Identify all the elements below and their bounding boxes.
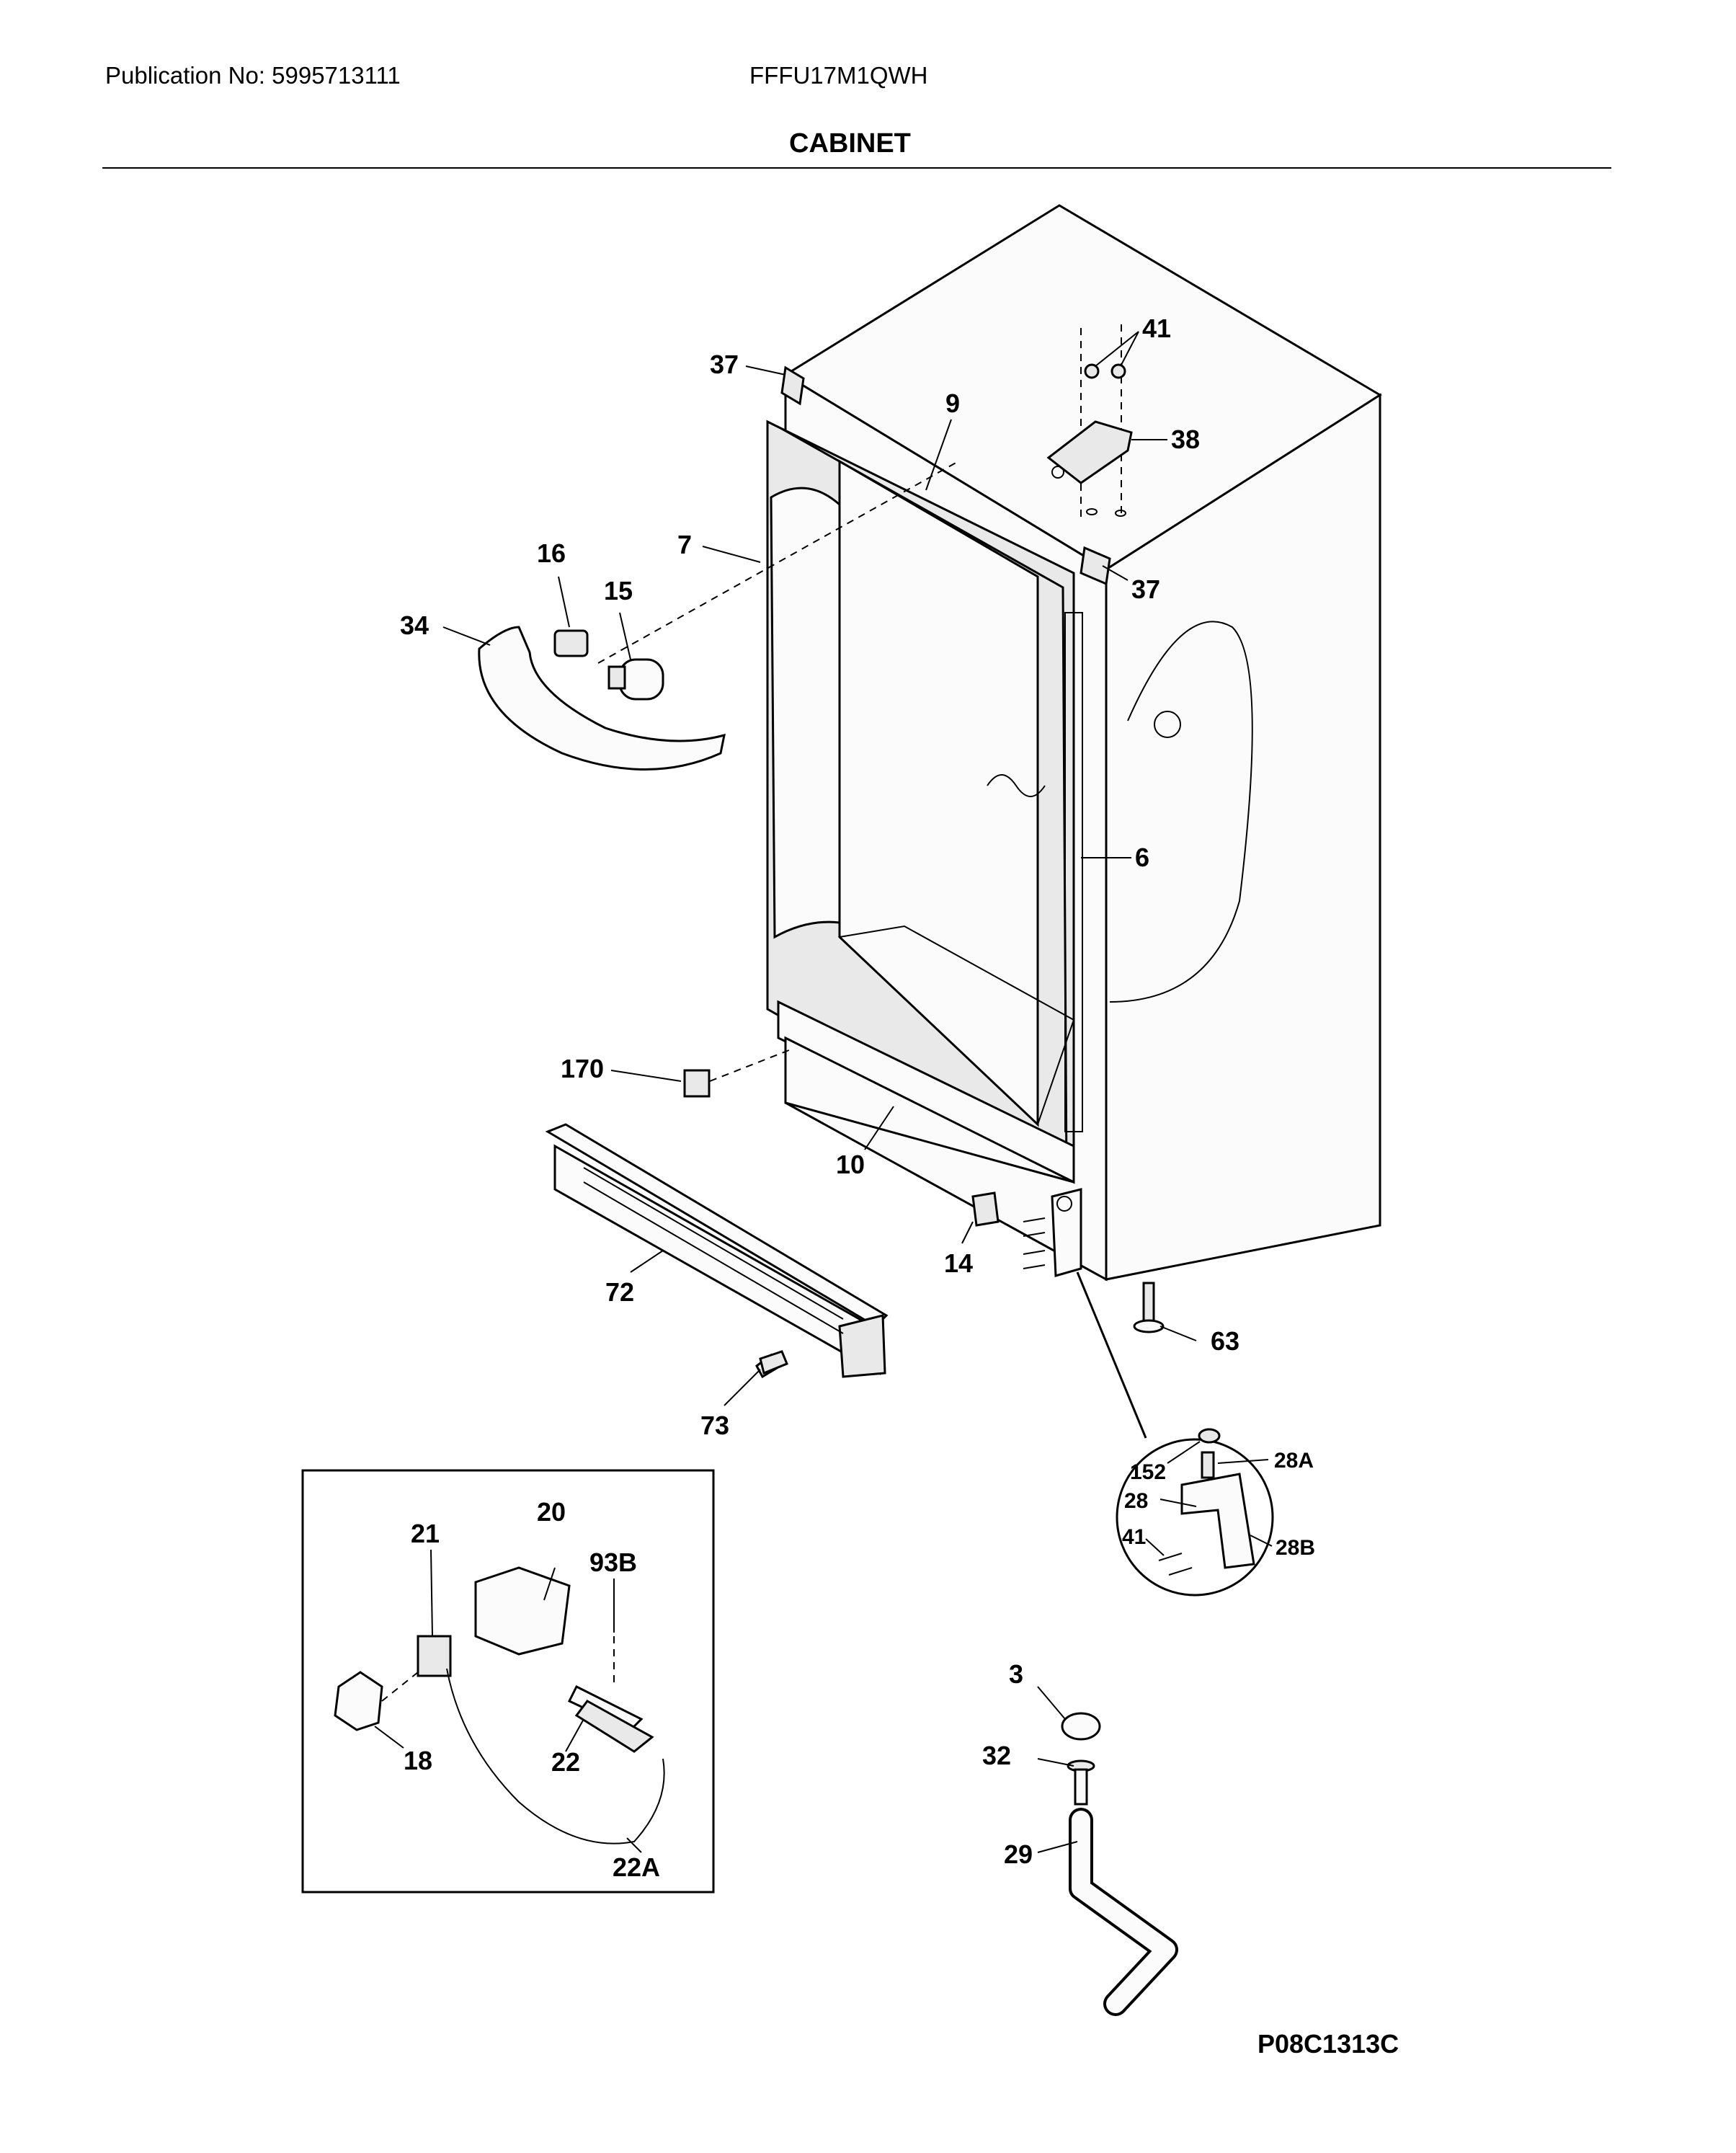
callout-22A: 22A [613,1852,660,1882]
callout-labels: 41 37 9 38 7 16 15 34 37 6 170 10 72 14 … [400,314,1315,1882]
corner-cap-right [1080,546,1111,586]
callout-10: 10 [836,1150,865,1179]
callout-41: 41 [1142,314,1171,343]
callout-41-detail: 41 [1122,1525,1146,1549]
diagram-code: P08C1313C [1258,2029,1399,2059]
corner-cap-left [780,365,805,406]
light-assembly [478,461,959,771]
callout-6: 6 [1135,843,1149,872]
callout-63: 63 [1211,1326,1239,1356]
model-number: FFFU17M1QWH [749,62,928,89]
callout-72: 72 [605,1277,634,1307]
callout-28A: 28A [1274,1449,1314,1473]
callout-15: 15 [604,576,633,605]
callout-21: 21 [411,1519,440,1548]
kickplate-grille [545,1123,889,1379]
callout-28: 28 [1124,1489,1148,1513]
leveling-leg [1133,1282,1165,1333]
callout-73: 73 [700,1411,729,1440]
drain-assembly [1061,1712,1178,2016]
page-title: CABINET [789,128,911,159]
control-inset [301,1469,715,1894]
callout-170: 170 [561,1054,604,1083]
callout-20: 20 [537,1497,566,1527]
callout-38: 38 [1171,425,1200,454]
callout-37: 37 [710,350,739,379]
callout-32: 32 [982,1741,1011,1770]
callout-16: 16 [537,538,566,568]
callout-34: 34 [400,611,429,640]
cabinet-body [766,204,1382,1282]
leader-lines [374,331,1273,1853]
callout-18: 18 [404,1746,432,1775]
part-170 [683,1048,793,1098]
hinge-detail-circle [1116,1428,1274,1597]
top-hinge [1046,324,1133,519]
header-divider [102,167,1611,169]
callout-93B: 93B [589,1548,637,1577]
callout-22: 22 [551,1747,580,1777]
callout-29: 29 [1004,1839,1033,1869]
callout-3: 3 [1009,1659,1023,1689]
lower-hinge-and-switch [971,1188,1147,1439]
callout-9: 9 [945,389,960,418]
callout-28B: 28B [1276,1536,1315,1560]
callout-14: 14 [944,1248,973,1278]
callout-37-right: 37 [1131,574,1160,604]
publication-number: Publication No: 5995713111 [105,62,401,89]
hinge-pin [759,1350,788,1375]
callout-152: 152 [1130,1460,1166,1484]
callout-7: 7 [677,530,692,559]
